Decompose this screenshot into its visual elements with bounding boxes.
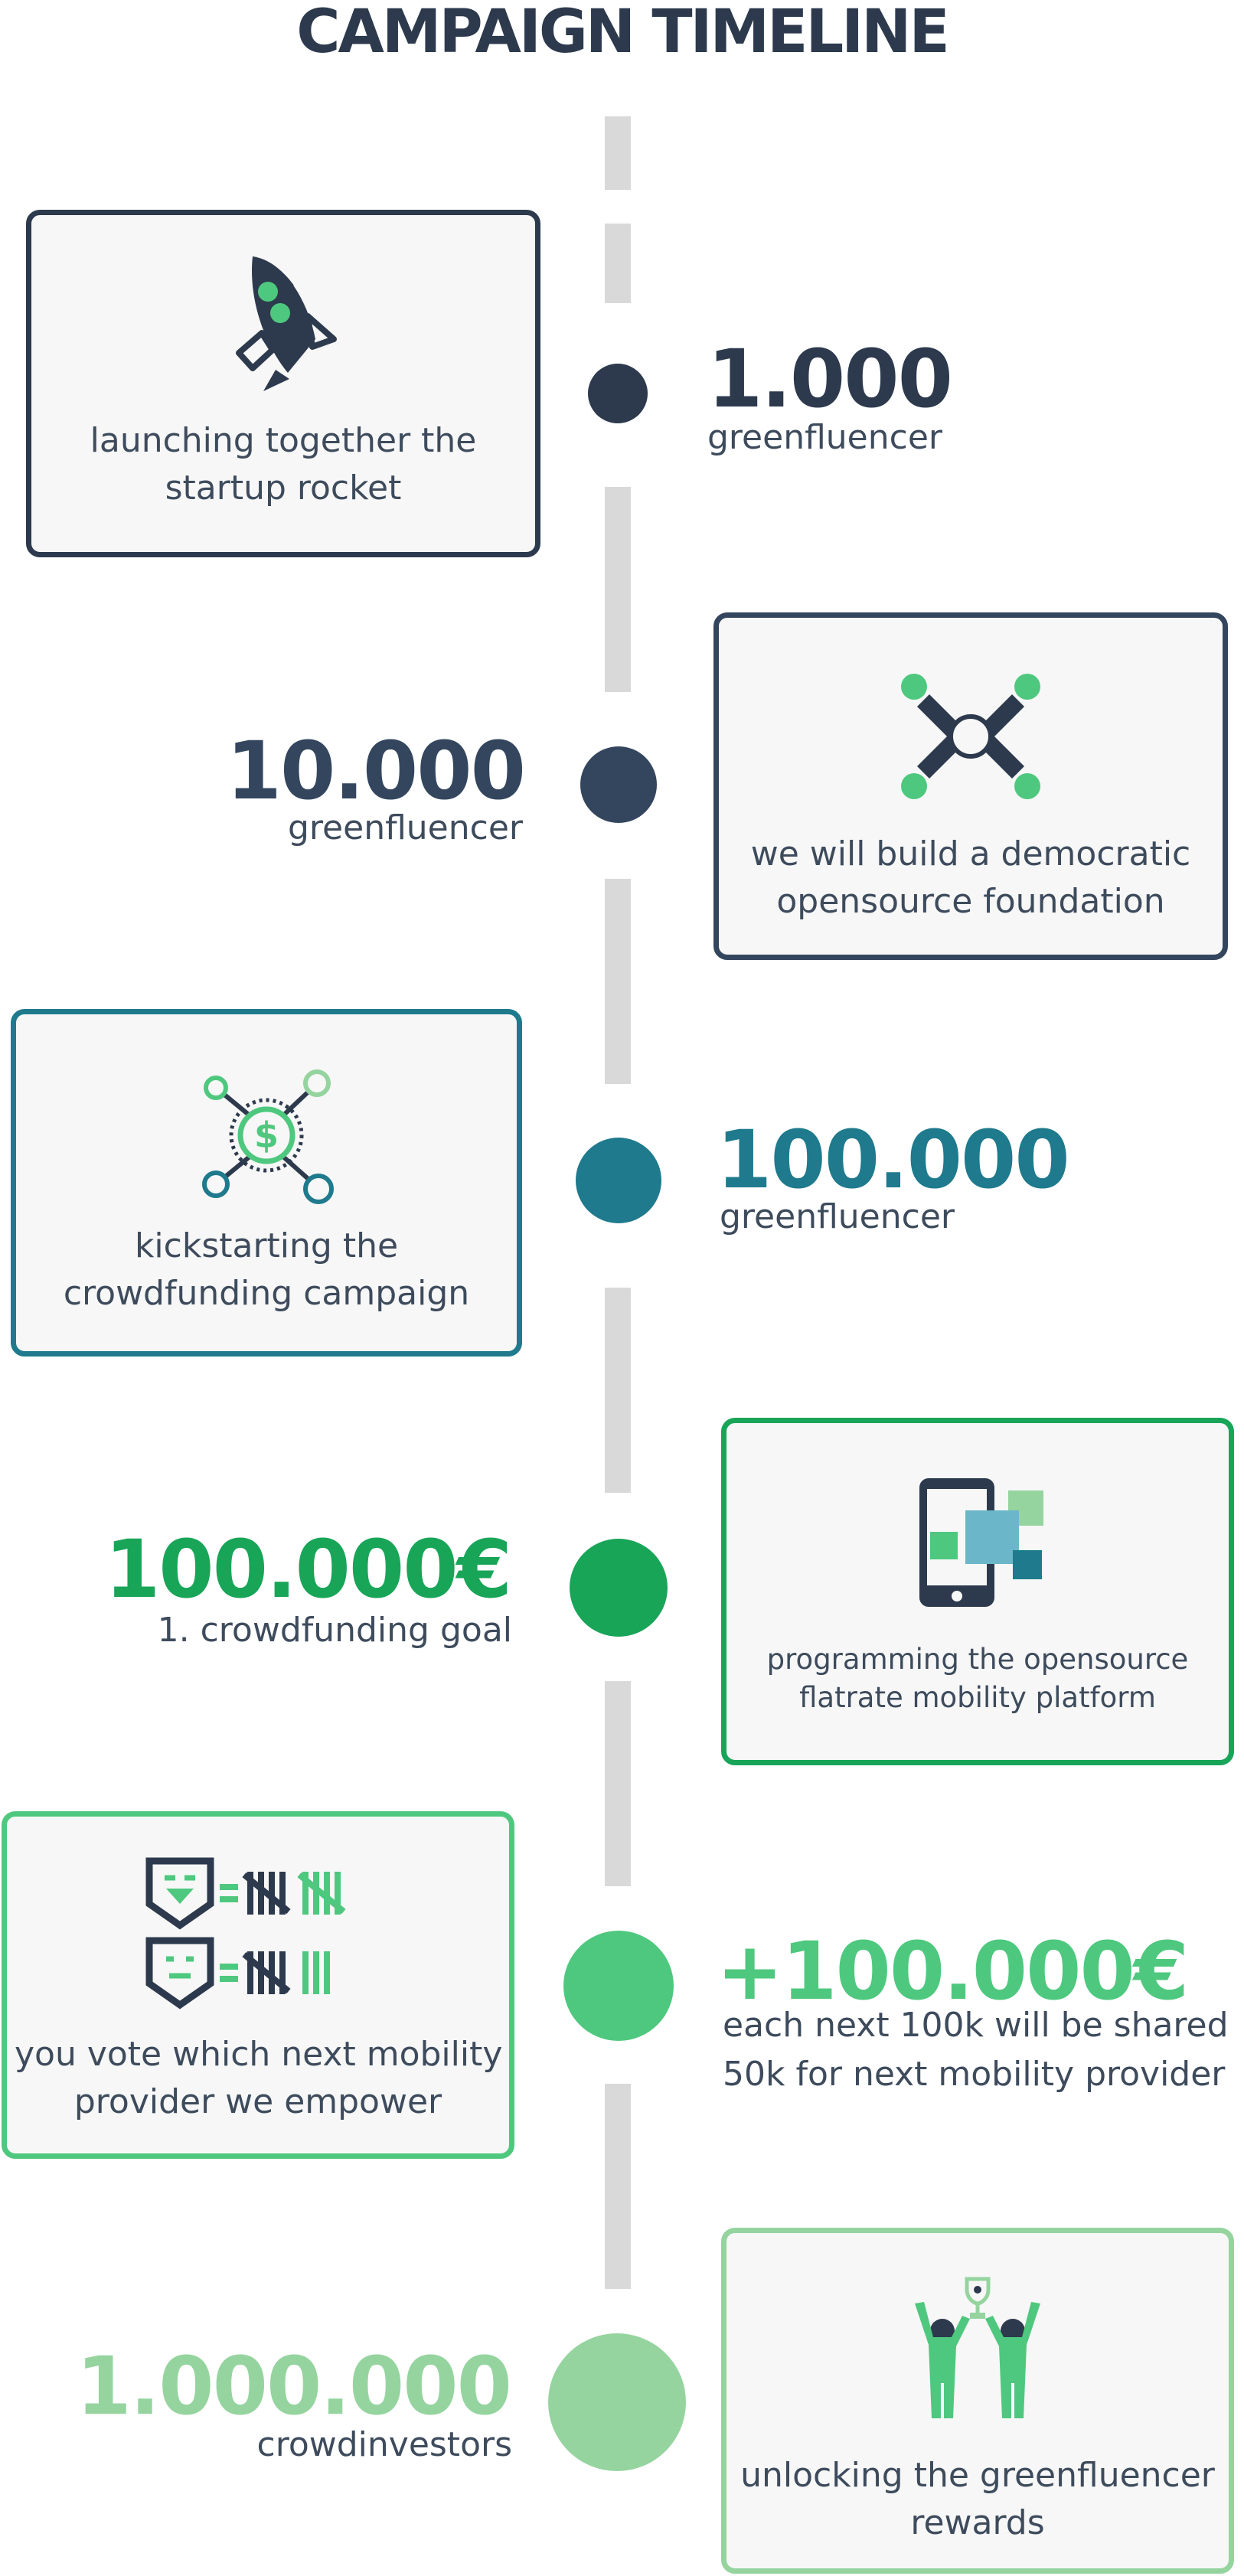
timeline-node [563, 1931, 674, 2041]
milestone-number: 1.000.000 [76, 2339, 512, 2433]
timeline-dash [605, 879, 631, 1084]
milestone-number: 1.000 [707, 332, 953, 426]
vote-tally-icon [145, 1857, 346, 2010]
svg-text:$: $ [254, 1115, 279, 1156]
milestone-card: unlocking the greenfluencer rewards [721, 2228, 1234, 2574]
milestone-number: 100.000 [717, 1113, 1070, 1206]
milestone-label-line: each next 100k will be shared [723, 2006, 1229, 2045]
milestone-number: 10.000 [226, 724, 526, 818]
milestone-label: greenfluencer [720, 1197, 955, 1236]
rocket-icon [236, 256, 337, 391]
milestone-card: $ kickstarting the crowdfunding campaign [11, 1009, 522, 1357]
timeline-dash [605, 1681, 631, 1886]
card-text: programming the opensource flatrate mobi… [766, 1643, 1189, 1714]
milestone-card: we will build a democratic opensource fo… [713, 612, 1228, 960]
page-title: CAMPAIGN TIMELINE [296, 0, 950, 67]
card-text: you vote which next mobility provider we… [15, 2035, 503, 2121]
milestone-number: +100.000€ [717, 1925, 1189, 2018]
milestone-label: crowdinvestors [256, 2425, 512, 2464]
timeline-node [576, 1138, 661, 1223]
timeline-dash [605, 224, 631, 303]
milestone-label: greenfluencer [288, 808, 523, 847]
milestone-card: programming the opensource flatrate mobi… [721, 1418, 1234, 1765]
card-text: kickstarting the crowdfunding campaign [63, 1226, 470, 1313]
timeline-dash [605, 116, 631, 190]
milestone-card: launching together the startup rocket [26, 210, 540, 557]
timeline-dash [605, 487, 631, 692]
winners-trophy-icon [915, 2277, 1040, 2418]
milestone-label: greenfluencer [707, 418, 942, 457]
timeline-node [548, 2333, 686, 2471]
timeline-node [570, 1539, 668, 1637]
milestone-label-line: 50k for next mobility provider [723, 2055, 1226, 2094]
timeline-dash [605, 1288, 631, 1493]
phone-apps-icon [919, 1478, 1043, 1607]
timeline-node [580, 746, 657, 823]
milestone-label: 1. crowdfunding goal [157, 1611, 512, 1650]
timeline-dash [605, 2084, 631, 2289]
money-network-icon: $ [202, 1069, 334, 1204]
hands-icon [901, 674, 1040, 799]
card-text: launching together the startup rocket [90, 421, 477, 508]
card-text: we will build a democratic opensource fo… [750, 834, 1191, 921]
timeline-node [588, 364, 648, 423]
milestone-number: 100.000€ [104, 1523, 512, 1616]
card-text: unlocking the greenfluencer rewards [740, 2456, 1215, 2542]
milestone-card: you vote which next mobility provider we… [2, 1811, 514, 2159]
